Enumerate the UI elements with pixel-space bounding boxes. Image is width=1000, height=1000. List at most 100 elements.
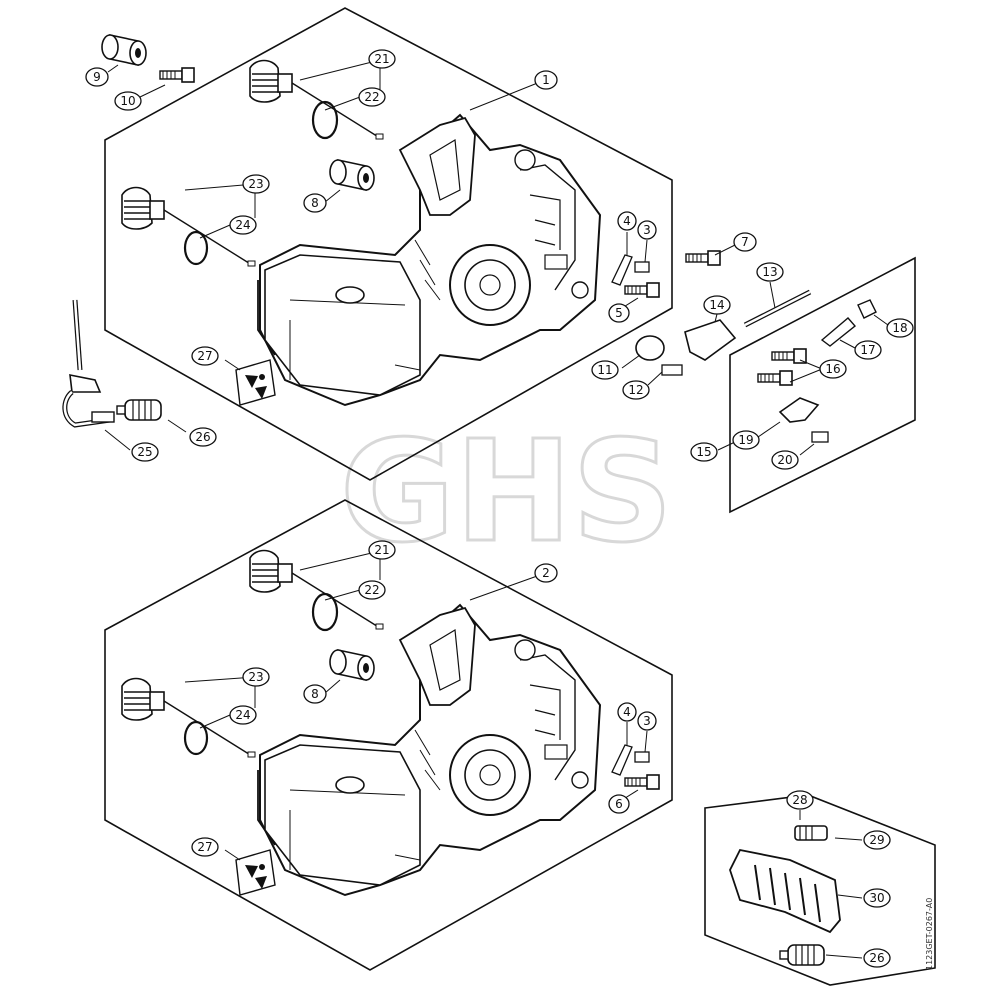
screw-12 xyxy=(647,364,683,386)
svg-text:10: 10 xyxy=(120,94,135,108)
sleeve-3-upper xyxy=(634,261,650,273)
screw-7 xyxy=(685,250,721,266)
svg-text:9: 9 xyxy=(93,70,101,84)
oil-pickup-hose-25 xyxy=(62,299,115,428)
svg-text:1: 1 xyxy=(542,73,550,87)
callout-2: 2 xyxy=(534,563,558,583)
svg-text:17: 17 xyxy=(860,343,875,357)
ring-22-upper xyxy=(311,100,339,140)
crankcase-upper xyxy=(257,114,601,406)
svg-text:23: 23 xyxy=(248,670,263,684)
valve-29 xyxy=(794,825,863,841)
label-sticker-lower xyxy=(235,849,276,896)
ring-22-lower xyxy=(311,592,339,632)
callout-28: 28 xyxy=(786,790,814,810)
callout-8: 8 xyxy=(303,193,327,213)
screw-20 xyxy=(799,431,829,456)
svg-text:16: 16 xyxy=(825,362,840,376)
callout-13: 13 xyxy=(756,262,784,282)
tensioner-14 xyxy=(684,313,737,361)
svg-text:29: 29 xyxy=(869,833,884,847)
callout-30: 30 xyxy=(863,888,891,908)
svg-text:15: 15 xyxy=(696,445,711,459)
callout-1: 1 xyxy=(534,70,558,90)
svg-text:12: 12 xyxy=(628,383,643,397)
callout-23: 23 xyxy=(242,174,270,194)
svg-text:8: 8 xyxy=(311,687,319,701)
callout-6: 6 xyxy=(608,794,630,814)
ring-24-lower xyxy=(183,720,209,756)
callout-22-lower: 22 xyxy=(358,580,386,600)
svg-text:18: 18 xyxy=(892,321,907,335)
guide-bar-stud-13 xyxy=(743,281,812,328)
callout-19: 19 xyxy=(732,430,760,450)
callout-18: 18 xyxy=(886,318,914,338)
callout-29: 29 xyxy=(863,830,891,850)
callout-27-lower: 27 xyxy=(191,837,219,857)
svg-text:4: 4 xyxy=(623,214,631,228)
callout-17: 17 xyxy=(854,340,882,360)
svg-text:13: 13 xyxy=(762,265,777,279)
callout-20: 20 xyxy=(771,450,799,470)
svg-text:4: 4 xyxy=(623,705,631,719)
callout-22: 22 xyxy=(358,87,386,107)
svg-text:3: 3 xyxy=(643,223,651,237)
callout-14: 14 xyxy=(703,295,731,315)
bushing-8-upper xyxy=(329,159,375,191)
callout-24: 24 xyxy=(229,215,257,235)
callout-10: 10 xyxy=(114,91,142,111)
bolt-5-upper xyxy=(624,282,660,298)
svg-text:25: 25 xyxy=(137,445,152,459)
svg-text:21: 21 xyxy=(374,52,389,66)
svg-text:24: 24 xyxy=(235,218,250,232)
svg-text:28: 28 xyxy=(792,793,807,807)
kit-box-28 xyxy=(704,794,936,986)
callout-27: 27 xyxy=(191,346,219,366)
lower-assembly-frame xyxy=(104,499,673,971)
leader-lines-upper xyxy=(184,59,648,371)
upper-assembly-frame xyxy=(104,7,673,481)
svg-text:6: 6 xyxy=(615,797,623,811)
callout-3: 3 xyxy=(637,220,657,240)
svg-text:3: 3 xyxy=(643,714,651,728)
oil-filter-26-upper xyxy=(116,399,162,421)
svg-text:8: 8 xyxy=(311,196,319,210)
callout-26-lower: 26 xyxy=(863,948,891,968)
pin-4-lower xyxy=(611,744,633,776)
svg-text:23: 23 xyxy=(248,177,263,191)
callout-3-lower: 3 xyxy=(637,711,657,731)
svg-text:22: 22 xyxy=(364,90,379,104)
svg-text:20: 20 xyxy=(777,453,792,467)
pin-4-upper xyxy=(611,254,633,286)
bushing-9 xyxy=(101,34,147,66)
svg-text:22: 22 xyxy=(364,583,379,597)
crankcase-lower xyxy=(257,604,601,896)
svg-text:14: 14 xyxy=(709,298,724,312)
callout-8-lower: 8 xyxy=(303,684,327,704)
callout-21: 21 xyxy=(368,49,396,69)
callout-5: 5 xyxy=(608,303,630,323)
callout-21-lower: 21 xyxy=(368,540,396,560)
tensioner-slide-17 xyxy=(820,317,857,349)
callout-26-upper: 26 xyxy=(189,427,217,447)
tensioner-kit-box xyxy=(717,256,916,514)
callout-4-lower: 4 xyxy=(617,702,637,722)
tensioner-nut-19 xyxy=(757,397,820,438)
bushing-8-lower xyxy=(329,649,375,681)
svg-text:19: 19 xyxy=(738,433,753,447)
svg-text:7: 7 xyxy=(741,235,749,249)
callout-9: 9 xyxy=(85,67,109,87)
svg-text:5: 5 xyxy=(615,306,623,320)
callout-12: 12 xyxy=(622,380,650,400)
lower-assembly xyxy=(104,499,673,971)
upper-assembly xyxy=(104,7,673,481)
label-sticker-upper xyxy=(235,359,276,406)
callout-15: 15 xyxy=(690,442,718,462)
tensioner-screw-16 xyxy=(757,348,823,386)
callout-bubbles: 1 9 10 21 22 8 23 24 27 4 3 5 7 13 14 18… xyxy=(85,49,914,968)
svg-text:21: 21 xyxy=(374,543,389,557)
drawing-code: 1123GET-0267-A0 xyxy=(925,898,934,970)
svg-text:2: 2 xyxy=(542,566,550,580)
svg-text:27: 27 xyxy=(197,349,212,363)
